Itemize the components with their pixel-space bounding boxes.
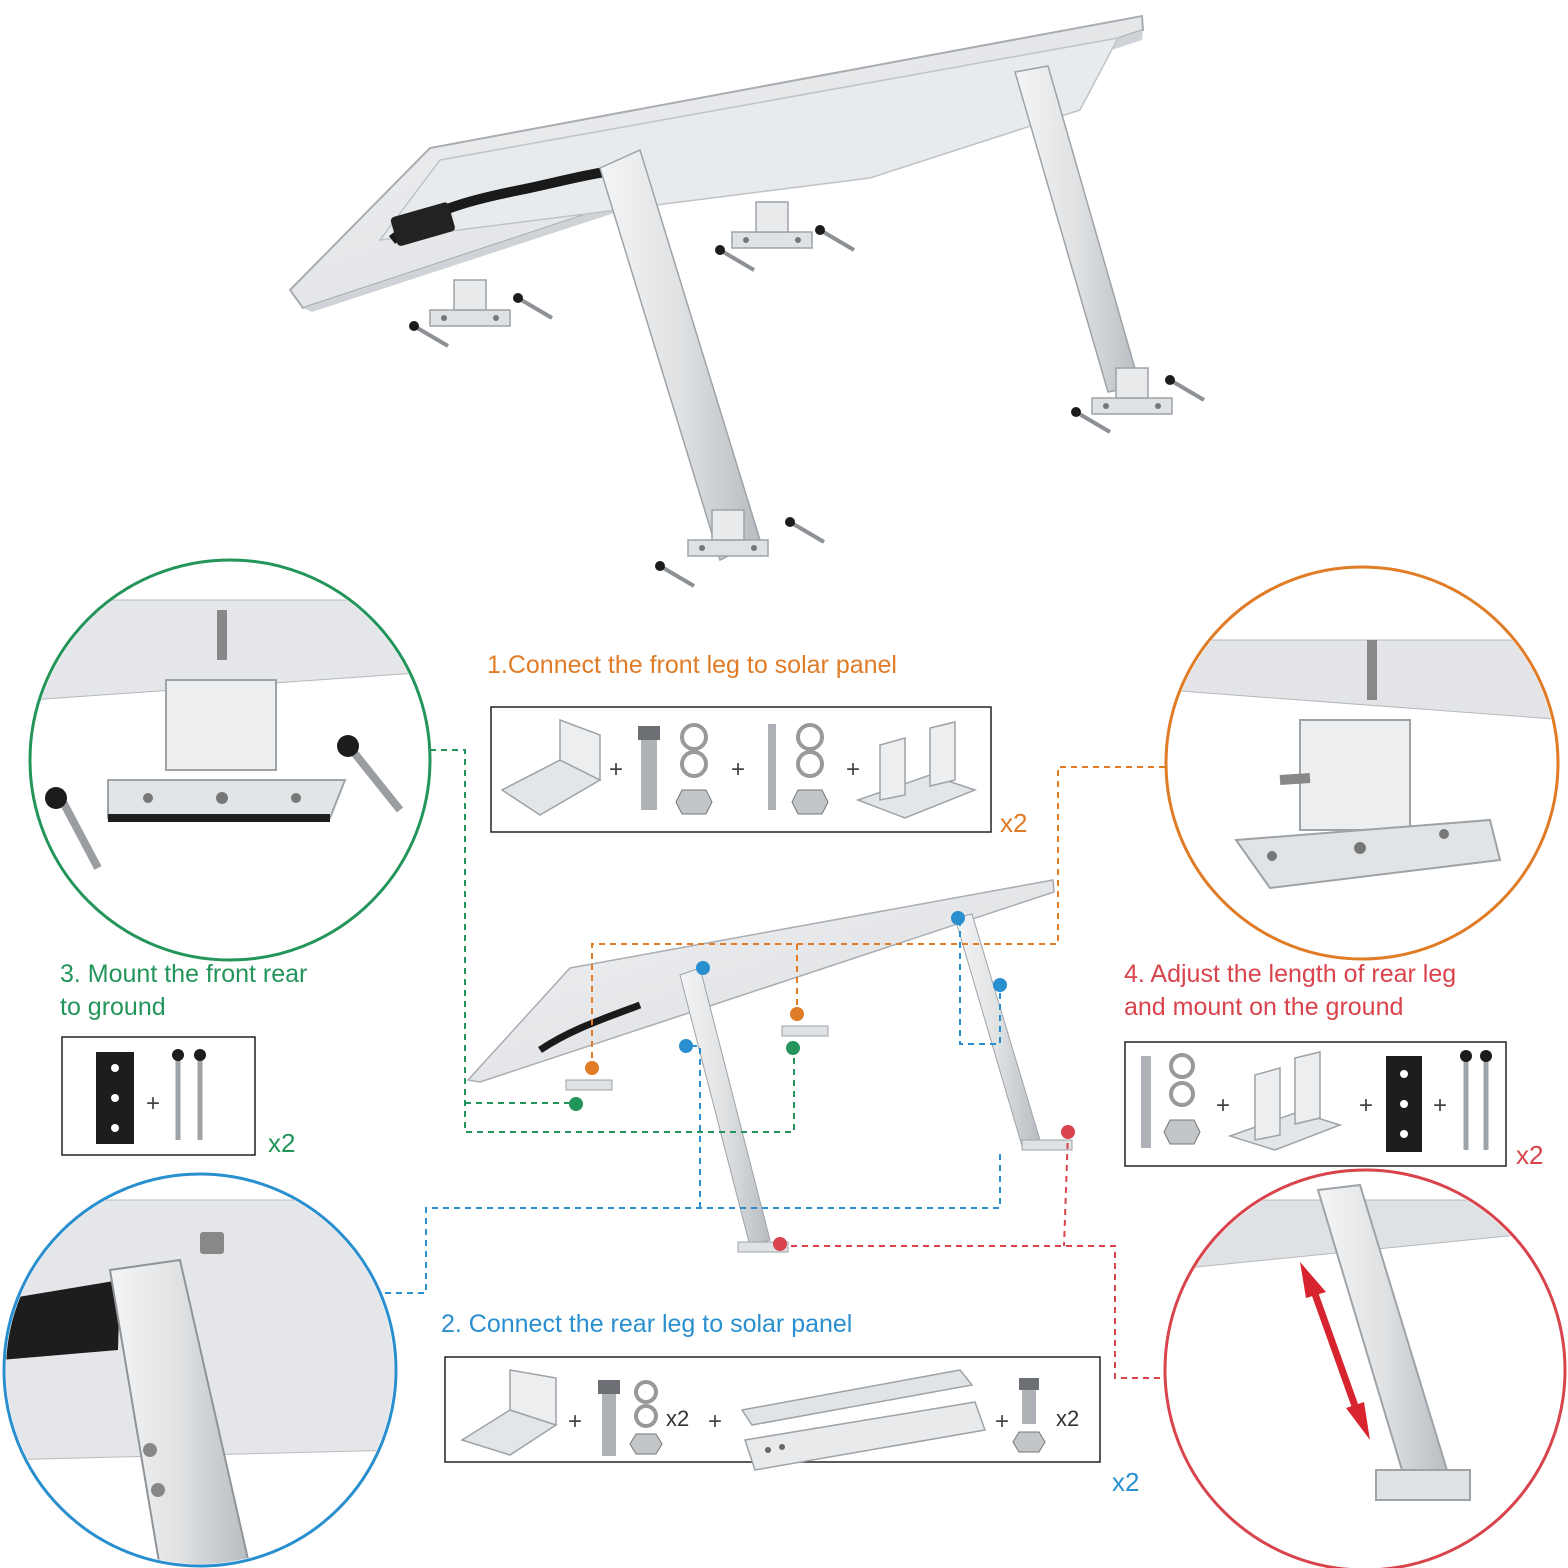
detail-circle-rear-leg-adjust (1163, 1168, 1567, 1568)
bolt-washer-nut-icon-3 (1141, 1053, 1201, 1148)
plus-sign: + (1433, 1092, 1448, 1119)
angle-bracket-icon (460, 1369, 558, 1456)
bolt-washer-nut-icon (638, 723, 713, 815)
center-assembly-diagram (466, 879, 1073, 1253)
dot-blue-4 (993, 978, 1007, 992)
plus-sign: + (731, 756, 746, 783)
dot-blue-2 (679, 1039, 693, 1053)
dot-red-1 (1061, 1125, 1075, 1139)
lag-screw-icon-2 (1460, 1050, 1492, 1150)
dot-orange-2 (790, 1007, 804, 1021)
connector-step2-blue (385, 1150, 1001, 1294)
connector-step3-green (430, 749, 795, 1133)
dot-blue-1 (696, 961, 710, 975)
detail-circle-rear-leg-panel (2, 1172, 398, 1568)
step3-multiplier: x2 (268, 1128, 296, 1158)
connector-step1-orange (591, 766, 1165, 1068)
step1-title: 1.Connect the front leg to solar panel (487, 651, 897, 679)
dot-orange-1 (585, 1061, 599, 1075)
connector-dots (569, 911, 1075, 1251)
detail-circle-front-leg-bracket (1164, 565, 1560, 961)
dot-red-2 (773, 1237, 787, 1251)
step4-title-line1: 4. Adjust the length of rear leg (1124, 960, 1457, 988)
u-bracket-icon-2 (1227, 1051, 1343, 1151)
bolt-nut-icon (1012, 1378, 1046, 1453)
step3-parts-box (61, 1036, 256, 1156)
long-bolt-washer-nut-icon (768, 723, 829, 815)
rubber-pad-icon-2 (1386, 1056, 1422, 1152)
hero-front-mount-right (713, 201, 856, 272)
step1-multiplier: x2 (1000, 808, 1028, 838)
connector-step4-red-b (1063, 1131, 1069, 1247)
step3-title-line2: to ground (60, 993, 166, 1021)
bolt-washer-nut-icon-2 (598, 1380, 663, 1456)
step2-inline-multiplier: x2 (1056, 1406, 1080, 1431)
dot-green-2 (786, 1041, 800, 1055)
connector-lines (385, 749, 1165, 1379)
hero-front-mount-left (407, 279, 554, 348)
plus-sign: + (846, 756, 861, 783)
step2-parts-box (444, 1356, 1101, 1471)
hero-solar-panel (288, 14, 1145, 312)
step4-multiplier: x2 (1516, 1140, 1544, 1170)
plus-sign: + (609, 756, 624, 783)
u-bracket-icon (855, 721, 978, 819)
dot-green-1 (569, 1097, 583, 1111)
l-bracket-icon (500, 718, 602, 816)
connector-step2-blue-c (959, 920, 1001, 1045)
step4-title-line2: and mount on the ground (1124, 993, 1404, 1021)
step3-title-line1: 3. Mount the front rear (60, 960, 308, 988)
connector-step2-blue-b (686, 1045, 701, 1208)
step2-inline-multiplier: x2 (666, 1406, 690, 1431)
step1-parts-box (490, 706, 992, 833)
plus-sign: + (568, 1408, 583, 1435)
plus-sign: + (1359, 1092, 1374, 1119)
telescopic-rail-icon (740, 1369, 987, 1471)
hero-rear-leg-right (1014, 65, 1206, 434)
rubber-pad-icon (96, 1052, 134, 1144)
plus-sign: + (995, 1408, 1010, 1435)
plus-sign: + (708, 1408, 723, 1435)
plus-sign: + (1216, 1092, 1231, 1119)
detail-circle-front-ground-mount (28, 558, 432, 962)
hero-rear-leg-left (599, 148, 826, 588)
connector-step4-red (780, 1245, 1165, 1379)
lag-screw-icon (172, 1049, 206, 1140)
step2-title: 2. Connect the rear leg to solar panel (441, 1310, 853, 1338)
step2-multiplier: x2 (1112, 1467, 1140, 1497)
plus-sign: + (146, 1090, 161, 1117)
dot-blue-3 (951, 911, 965, 925)
step4-parts-box (1124, 1041, 1507, 1167)
